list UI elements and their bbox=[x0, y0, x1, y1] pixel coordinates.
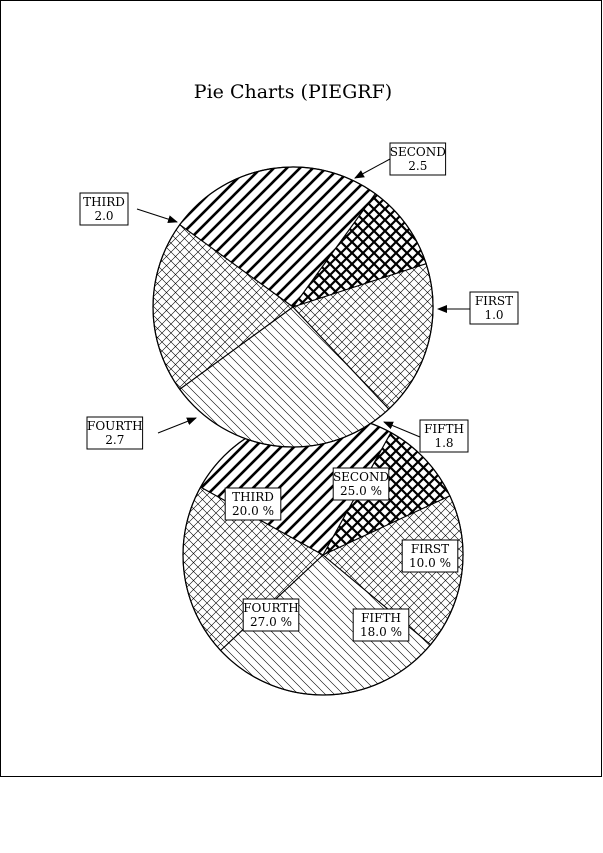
pie-values-outline bbox=[152, 166, 434, 448]
pie-values-label-second-arrow bbox=[354, 158, 391, 179]
pie-values-label-third-value: 2.0 bbox=[94, 209, 113, 223]
pie-values-label-third-box bbox=[79, 192, 129, 226]
pie-percent-label-fourth-value: 27.0 % bbox=[250, 615, 292, 629]
pie-values-label-fourth-name: FOURTH bbox=[87, 419, 143, 433]
pie-values-label-third-name: THIRD bbox=[83, 195, 125, 209]
pie-values-label-fourth-value: 2.7 bbox=[105, 433, 124, 447]
pie-values-label-fourth-arrow bbox=[157, 417, 197, 434]
pie-values-label-second-value: 2.5 bbox=[408, 159, 427, 173]
pie-percent-label-first-box bbox=[401, 539, 459, 573]
pie-percent-label-second-box bbox=[332, 467, 390, 501]
pie-values-label-first-box bbox=[469, 291, 519, 325]
chart-title: Pie Charts (PIEGRF) bbox=[194, 81, 392, 103]
pie-values-label-second-name: SECOND bbox=[390, 145, 446, 159]
pie-percent-label-fifth-box bbox=[352, 608, 410, 642]
pie-values-label-first-name: FIRST bbox=[475, 294, 513, 308]
pie-percent-label-fourth-name: FOURTH bbox=[243, 601, 299, 615]
pie-values-label-first-value: 1.0 bbox=[484, 308, 503, 322]
pie-percent-label-first-value: 10.0 % bbox=[409, 556, 451, 570]
pie-percent-label-second-name: SECOND bbox=[333, 470, 389, 484]
pie-values-label-third-arrow bbox=[136, 208, 178, 224]
pie-values-label-fifth-name: FIFTH bbox=[424, 422, 464, 436]
pie-values-label-fourth-box bbox=[86, 416, 144, 450]
pie-values-label-second-box bbox=[389, 142, 447, 176]
pie-values-label-fifth-arrow bbox=[383, 421, 421, 438]
pie-percent-label-fifth-name: FIFTH bbox=[361, 611, 401, 625]
pie-values-label-fifth-box bbox=[419, 419, 469, 453]
pie-percent-label-fifth-value: 18.0 % bbox=[360, 625, 402, 639]
pie-percent-label-fourth-box bbox=[242, 598, 300, 632]
pie-percent-label-third-value: 20.0 % bbox=[232, 504, 274, 518]
pie-values-label-fifth-value: 1.8 bbox=[434, 436, 453, 450]
pie-percent-label-third-box bbox=[224, 487, 282, 521]
pie-percent-label-third-name: THIRD bbox=[232, 490, 274, 504]
pie-percent-label-first-name: FIRST bbox=[411, 542, 449, 556]
pie-percent-label-second-value: 25.0 % bbox=[340, 484, 382, 498]
